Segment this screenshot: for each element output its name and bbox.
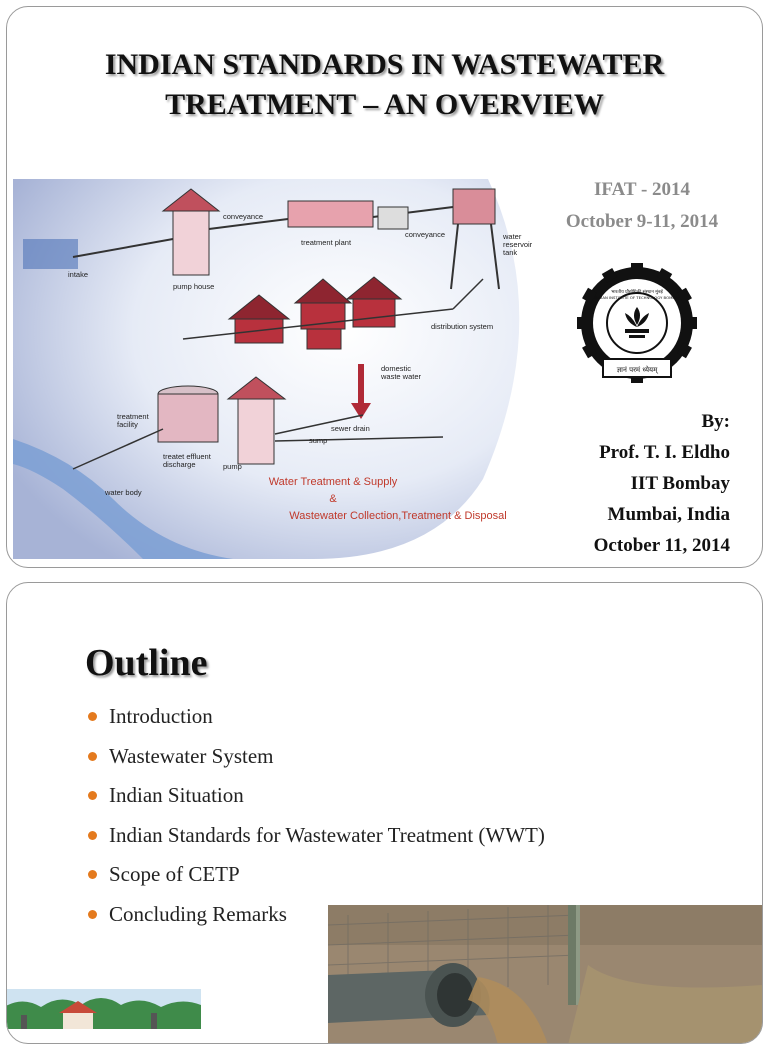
event-dates: October 9-11, 2014 — [565, 211, 719, 232]
label-pump: pump — [223, 462, 242, 471]
label-conveyance-top: conveyance — [223, 212, 263, 221]
label-pump-house: pump house — [173, 282, 214, 291]
label-reservoir-3: tank — [503, 248, 517, 257]
byline-date: October 11, 2014 — [593, 535, 730, 556]
slide-title: INDIAN STANDARDS IN WASTEWATER TREATMENT… — [7, 45, 762, 125]
event-name: IFAT - 2014 — [593, 179, 691, 200]
label-treatment-facility-2: facility — [117, 420, 138, 429]
label-reservoir-2: reservoir — [503, 240, 533, 249]
label-sewer-drain: sewer drain — [331, 424, 370, 433]
outline-slide: Outline Introduction Wastewater System I… — [6, 582, 763, 1044]
byline-author: Prof. T. I. Eldho — [599, 442, 730, 463]
title-line-2: TREATMENT – AN OVERVIEW — [165, 88, 604, 121]
outline-title: Outline — [85, 642, 208, 684]
label-conveyance-right: conveyance — [405, 230, 445, 239]
label-domestic-1: domestic — [381, 364, 411, 373]
label-treatment-facility-1: treatment — [117, 412, 150, 421]
effluent-discharge-photo — [328, 905, 762, 1043]
byline-institute: IIT Bombay — [630, 473, 730, 494]
water-cycle-diagram: conveyance treatment plant conveyance wa… — [13, 179, 533, 559]
caption-line-3: Wastewater Collection,Treatment & Dispos… — [289, 510, 506, 522]
caption-line-2: & — [329, 493, 337, 505]
label-reservoir-1: water — [502, 232, 522, 241]
label-effluent-2: discharge — [163, 460, 196, 469]
title-slide: INDIAN STANDARDS IN WASTEWATER TREATMENT… — [6, 6, 763, 568]
title-line-1: INDIAN STANDARDS IN WASTEWATER — [104, 48, 665, 81]
outline-item: Indian Standards for Wastewater Treatmen… — [85, 820, 545, 860]
label-distribution: distribution system — [431, 322, 493, 331]
outline-item: Concluding Remarks — [85, 899, 545, 939]
label-treatment-plant: treatment plant — [301, 238, 352, 247]
outline-item: Introduction — [85, 701, 545, 741]
label-sump: sump — [309, 436, 327, 445]
label-effluent-1: treatet effluent — [163, 452, 212, 461]
outline-item: Wastewater System — [85, 741, 545, 781]
label-domestic-2: waste water — [380, 372, 422, 381]
iit-bombay-logo: ज्ञानं परमं ध्येयम् भारतीय प्रौद्योगिकी … — [577, 263, 697, 383]
caption-line-1: Water Treatment & Supply — [269, 476, 398, 488]
outline-list: Introduction Wastewater System Indian Si… — [85, 701, 545, 939]
outline-item: Scope of CETP — [85, 859, 545, 899]
byline-location: Mumbai, India — [607, 504, 730, 525]
logo-english-text: INDIAN INSTITUTE OF TECHNOLOGY BOMBAY — [594, 295, 680, 300]
logo-hindi-text: भारतीय प्रौद्योगिकी संस्थान मुंबई — [611, 288, 664, 295]
logo-motto: ज्ञानं परमं ध्येयम् — [617, 365, 659, 374]
label-intake: intake — [68, 270, 88, 279]
outline-item: Indian Situation — [85, 780, 545, 820]
village-illustration — [7, 989, 201, 1029]
label-water-body: water body — [104, 488, 142, 497]
byline-by: By: — [701, 411, 731, 432]
